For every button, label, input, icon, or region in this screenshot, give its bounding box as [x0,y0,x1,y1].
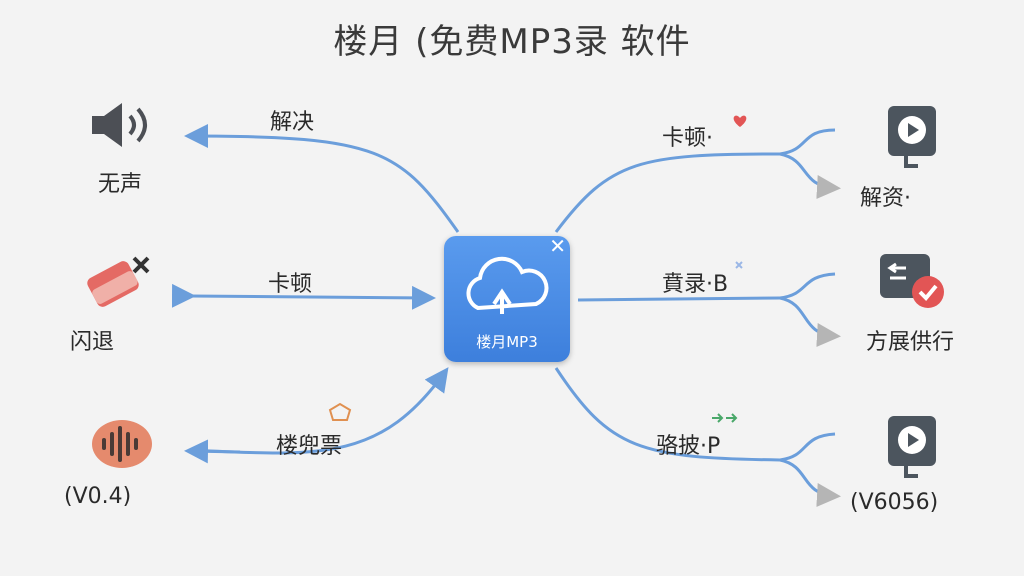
node-right-3-label: (V6056) [850,490,939,515]
edge-left-2-label: 卡顿 [268,272,313,297]
node-left-2-label: 闪退 [70,330,115,355]
speaker-icon [88,100,158,154]
pentagon-mark [328,402,352,421]
edge-right-bottom [554,367,781,462]
edge-right-2-label: 賁录·B [662,272,729,297]
audio-wave-icon [88,414,156,476]
edge-left-bottom-back [184,439,241,464]
edge-right-middle [577,296,781,302]
media-check-icon [876,252,948,318]
media-play-icon [884,104,940,174]
edge-right-3-label: 骆披·P [656,434,721,459]
edge-left-3-label: 楼兜票 [276,434,343,459]
edge-left-1-label: 解决 [270,110,315,135]
media-play-icon [884,414,940,484]
edge-right-middle-up [779,272,836,300]
edge-right-middle-down [779,296,841,347]
node-left-3-label: (V0.4) [64,484,132,509]
node-right-2-label: 方展供行 [866,330,955,355]
green-arrows-mark [712,413,738,423]
cloud-icon [466,256,549,314]
heart-mark [733,115,747,127]
node-left-1-label: 无声 [98,172,143,197]
edge-right-top [554,152,781,233]
edge-right-bottom-up [779,432,836,462]
node-right-1-label: 解资· [860,186,911,211]
edge-right-top-down [779,152,841,199]
edge-right-bottom-down [779,458,841,507]
center-app-label: 楼月MP3 [476,333,538,351]
close-icon: ✕ [549,234,566,258]
page-title: 楼月 (免费MP3录 软件 [333,22,691,62]
edge-left-middle [171,283,436,310]
center-app-node: ✕ 楼月MP3 [444,234,570,362]
edge-left-top [184,124,460,233]
edge-right-top-up [779,128,836,156]
sparkle-mark [735,261,743,269]
eraser-error-icon [84,254,156,314]
edge-right-1-label: 卡顿· [662,126,713,151]
